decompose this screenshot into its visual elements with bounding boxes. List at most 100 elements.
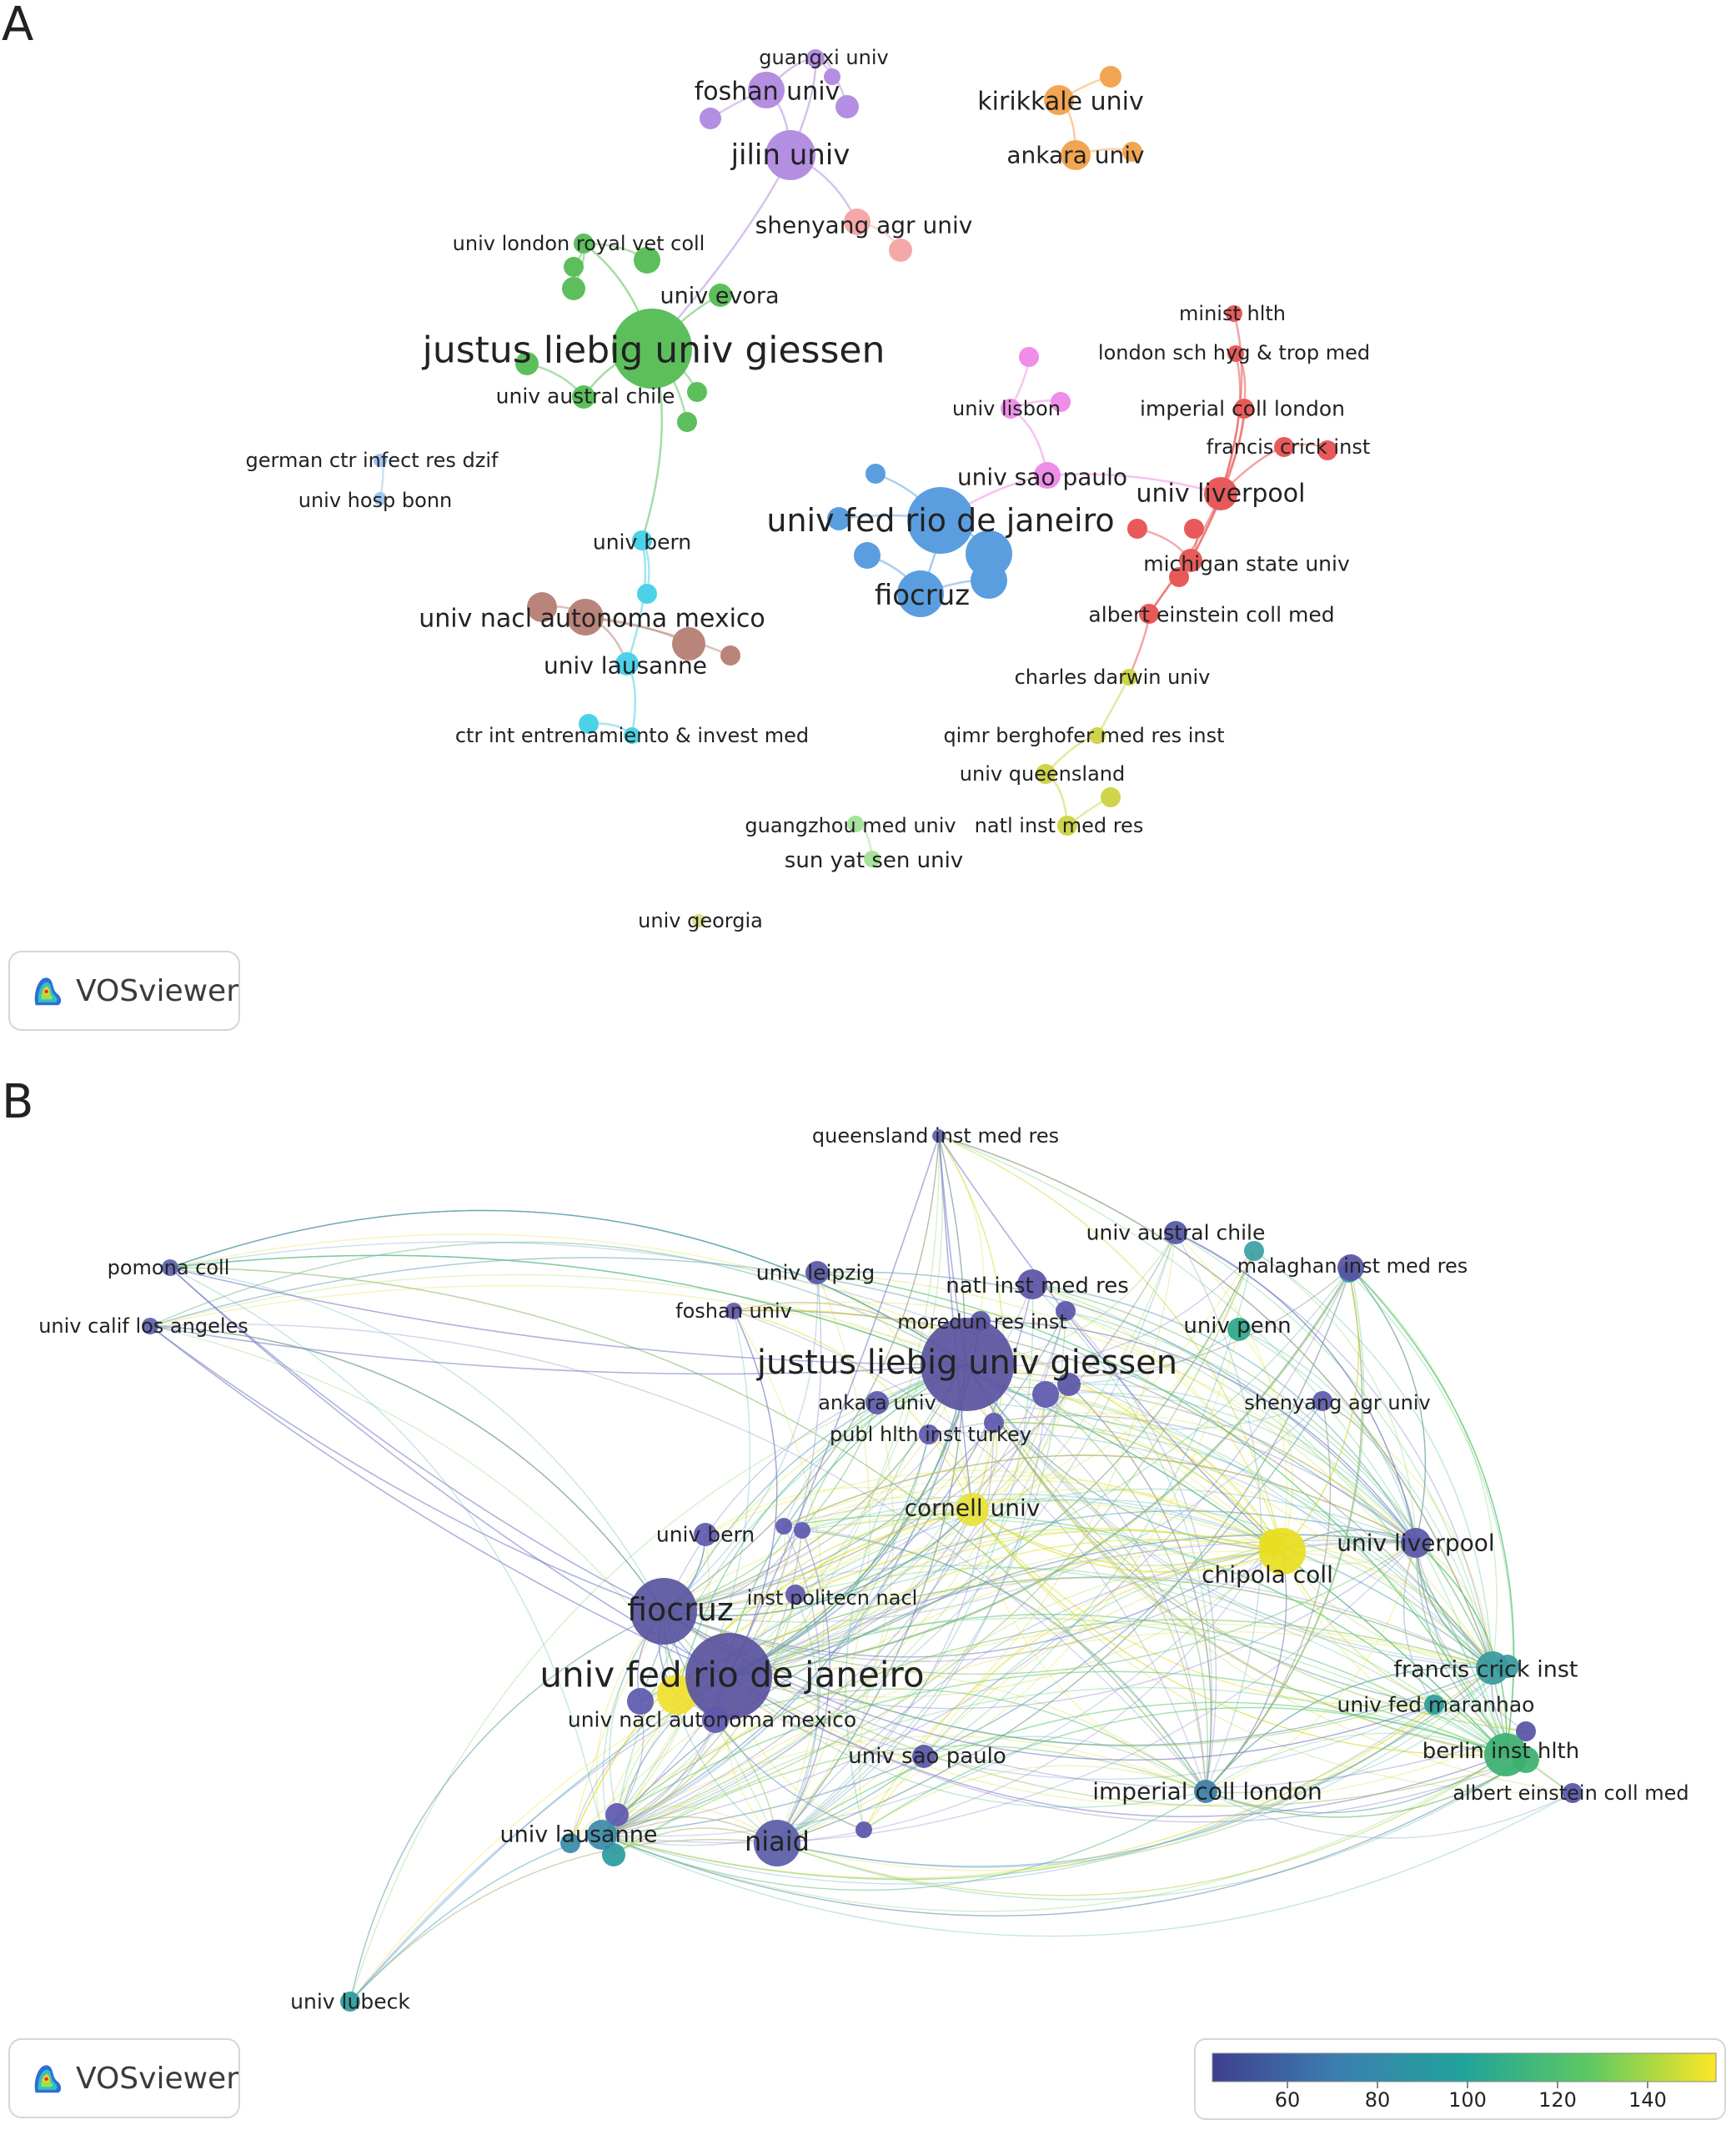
node-a-qimr-berghofer-med-res-inst[interactable] [1089, 727, 1106, 744]
node-b-cornell-univ[interactable] [956, 1493, 989, 1526]
node-a-minist-hlth[interactable] [1226, 305, 1242, 322]
node-a-univ-lausanne[interactable] [615, 652, 639, 676]
node-a-fiocruz[interactable] [897, 570, 944, 617]
node-b-unlabeled[interactable] [794, 1522, 810, 1539]
vosviewer-logo-b[interactable]: VOSviewer [8, 2038, 240, 2118]
node-a-charles-darwin-univ[interactable] [1121, 669, 1137, 686]
node-b-justus-liebig-univ-giessen[interactable] [921, 1318, 1014, 1411]
node-b-shenyang-agr-univ[interactable] [1312, 1391, 1332, 1411]
node-b-unlabeled[interactable] [1056, 1301, 1076, 1321]
node-b-queensland-inst-med-res[interactable] [932, 1129, 946, 1143]
node-b-univ-liverpool[interactable] [1401, 1528, 1431, 1558]
node-a-univ-sao-paulo[interactable] [1034, 462, 1061, 489]
node-b-univ-sao-paulo[interactable] [912, 1745, 936, 1768]
node-a-univ-nacl-autonoma-mexico[interactable] [567, 599, 604, 635]
node-b-albert-einstein-coll-med[interactable] [1563, 1783, 1583, 1803]
node-b-unlabeled[interactable] [627, 1688, 654, 1715]
node-b-unlabeled[interactable] [775, 1518, 792, 1535]
node-a-unlabeled[interactable] [700, 108, 721, 129]
node-a-univ-austral-chile[interactable] [572, 385, 595, 409]
node-a-imperial-coll-london[interactable] [1234, 399, 1254, 419]
node-a-unlabeled[interactable] [564, 257, 584, 277]
node-a-unlabeled[interactable] [889, 239, 912, 262]
node-a-ctr-int-entrenamiento-invest-med[interactable] [624, 727, 640, 744]
node-b-unlabeled[interactable] [1032, 1381, 1059, 1408]
node-b-univ-bern[interactable] [694, 1523, 717, 1546]
node-a-univ-queensland[interactable] [1036, 764, 1056, 784]
node-a-unlabeled[interactable] [1122, 142, 1142, 162]
node-a-unlabeled[interactable] [1051, 392, 1071, 412]
node-a-unlabeled[interactable] [634, 247, 660, 274]
node-a-guangxi-univ[interactable] [806, 49, 825, 68]
node-a-unlabeled[interactable] [687, 382, 707, 402]
node-b-publ-hlth-inst-turkey[interactable] [919, 1424, 939, 1444]
node-a-univ-georgia[interactable] [692, 914, 705, 927]
node-a-unlabeled[interactable] [865, 464, 886, 484]
node-a-unlabeled[interactable] [637, 584, 657, 604]
node-b-univ-nacl-autonoma-mexico[interactable] [702, 1706, 729, 1733]
node-b-univ-penn[interactable] [1227, 1318, 1251, 1341]
node-a-unlabeled[interactable] [515, 352, 539, 375]
node-a-unlabeled[interactable] [579, 714, 599, 734]
node-a-shenyang-agr-univ[interactable] [844, 208, 871, 235]
node-b-univ-calif-los-angeles[interactable] [142, 1318, 158, 1334]
node-a-unlabeled[interactable] [824, 68, 840, 85]
node-b-unlabeled[interactable] [605, 1803, 629, 1826]
node-b-francis-crick-inst[interactable] [1476, 1651, 1509, 1685]
node-b-pomona-coll[interactable] [162, 1259, 178, 1276]
node-a-unlabeled[interactable] [966, 530, 1012, 577]
node-b-unlabeled[interactable] [560, 1833, 580, 1853]
node-a-univ-hosp-bonn[interactable] [374, 492, 387, 505]
node-a-francis-crick-inst[interactable] [1274, 437, 1294, 457]
node-a-guangzhou-med-univ[interactable] [847, 816, 864, 832]
node-a-unlabeled[interactable] [720, 646, 740, 666]
node-a-justus-liebig-univ-giessen[interactable] [612, 309, 692, 389]
node-a-univ-london-royal-vet-coll[interactable] [574, 234, 594, 254]
node-b-univ-lubeck[interactable] [340, 1992, 360, 2012]
node-a-kirikkale-univ[interactable] [1044, 85, 1074, 115]
node-a-univ-liverpool[interactable] [1204, 477, 1237, 510]
node-a-unlabeled[interactable] [1019, 347, 1039, 367]
node-b-univ-leipzig[interactable] [805, 1261, 829, 1284]
node-a-univ-bern[interactable] [632, 530, 652, 550]
node-a-unlabeled[interactable] [854, 542, 881, 569]
node-a-univ-evora[interactable] [709, 284, 732, 307]
node-a-jilin-univ[interactable] [765, 130, 815, 180]
node-b-chipola-coll[interactable] [1259, 1528, 1306, 1575]
node-a-univ-fed-rio-de-janeiro[interactable] [907, 487, 974, 554]
vosviewer-logo-a[interactable]: VOSviewer [8, 951, 240, 1031]
node-b-natl-inst-med-res[interactable] [1017, 1269, 1047, 1299]
node-b-fiocruz[interactable] [630, 1578, 697, 1645]
node-b-unlabeled[interactable] [984, 1413, 1004, 1433]
node-a-unlabeled[interactable] [677, 412, 697, 432]
node-b-univ-lausanne[interactable] [587, 1820, 617, 1850]
node-b-unlabeled[interactable] [855, 1821, 872, 1838]
node-b-unlabeled[interactable] [1057, 1373, 1081, 1396]
node-a-unlabeled[interactable] [1127, 519, 1147, 539]
node-b-berlin-inst-hlth[interactable] [1484, 1733, 1528, 1776]
node-a-unlabeled[interactable] [827, 507, 850, 530]
node-a-sun-yat-sen-univ[interactable] [864, 851, 881, 867]
node-a-unlabeled[interactable] [1101, 787, 1121, 807]
node-a-unlabeled[interactable] [527, 592, 557, 622]
node-b-malaghan-inst-med-res[interactable] [1337, 1254, 1364, 1281]
node-b-unlabeled[interactable] [602, 1843, 625, 1866]
node-b-ankara-univ[interactable] [865, 1391, 889, 1414]
node-b-univ-austral-chile[interactable] [1164, 1221, 1187, 1244]
node-a-albert-einstein-coll-med[interactable] [1139, 604, 1159, 624]
node-b-univ-fed-maranhao[interactable] [1424, 1695, 1444, 1715]
node-b-unlabeled[interactable] [1516, 1721, 1536, 1741]
node-b-imperial-coll-london[interactable] [1194, 1780, 1217, 1803]
node-a-london-sch-hyg-trop-med[interactable] [1227, 345, 1244, 362]
node-a-unlabeled[interactable] [1169, 567, 1189, 587]
node-a-unlabeled[interactable] [1317, 440, 1337, 460]
node-a-unlabeled[interactable] [1100, 66, 1121, 88]
node-a-univ-lisbon[interactable] [1001, 399, 1021, 419]
node-b-inst-politecn-nacl[interactable] [785, 1585, 805, 1605]
node-a-michigan-state-univ[interactable] [1179, 549, 1202, 572]
node-a-ankara-univ[interactable] [1061, 140, 1091, 170]
node-a-unlabeled[interactable] [562, 277, 585, 300]
node-a-unlabeled[interactable] [971, 562, 1007, 599]
node-a-foshan-univ[interactable] [748, 72, 785, 108]
node-a-natl-inst-med-res[interactable] [1057, 816, 1077, 836]
